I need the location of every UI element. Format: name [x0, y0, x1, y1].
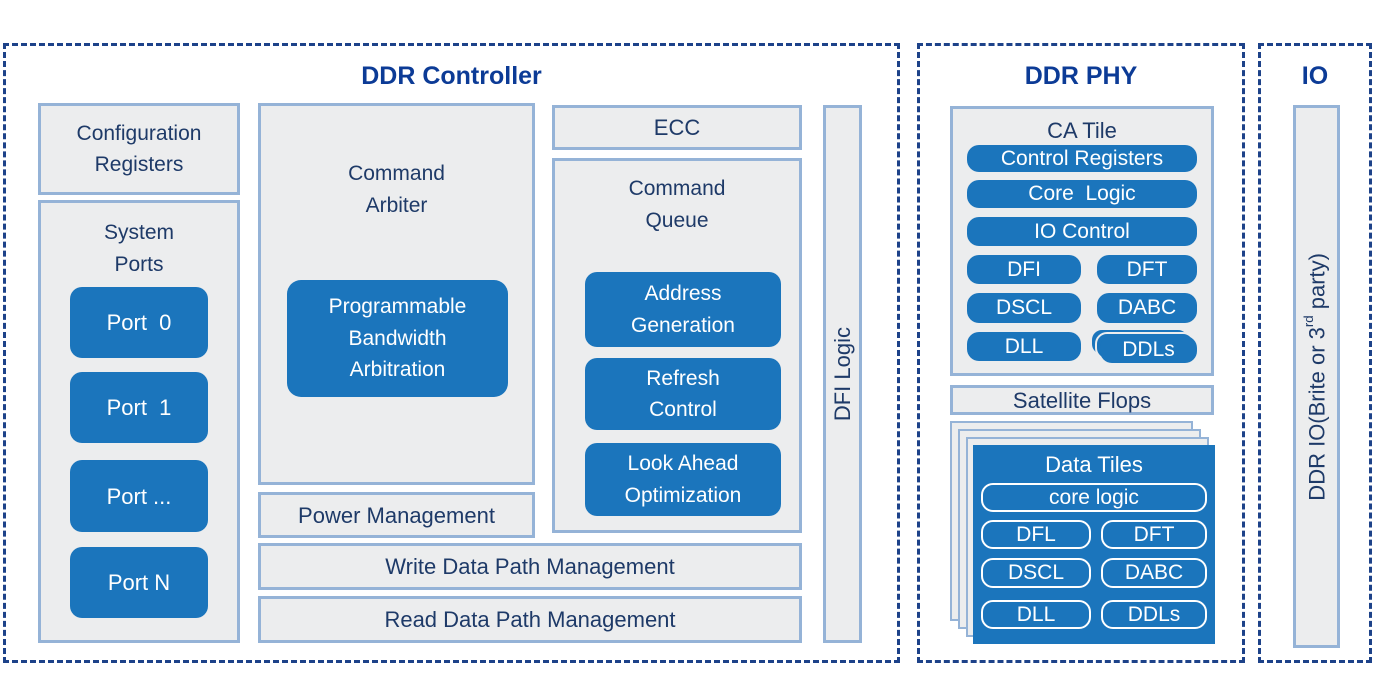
- system-ports-block: System Ports Port 0 Port 1 Port ... Port…: [38, 200, 240, 643]
- dfi-logic-label: DFI Logic: [830, 326, 855, 422]
- ca-dscl-block: DSCL: [967, 293, 1081, 323]
- refresh-control-label-line1: Refresh: [646, 366, 720, 390]
- port-0-block: Port 0: [70, 287, 208, 358]
- look-ahead-optimization-label-line2: Optimization: [624, 483, 742, 507]
- io-section-frame: [1258, 43, 1372, 663]
- data-tiles-heading: Data Tiles: [1045, 452, 1143, 477]
- address-generation-block: Address Generation: [585, 272, 781, 347]
- satellite-flops-block: Satellite Flops: [950, 385, 1214, 415]
- programmable-bandwidth-arbitration-block: Programmable Bandwidth Arbitration: [287, 280, 508, 397]
- address-generation-label-line2: Generation: [631, 313, 735, 337]
- ca-core-logic-block: Core Logic: [967, 180, 1197, 208]
- command-queue-block: Command Queue Address Generation Refresh…: [552, 158, 802, 533]
- dt-ddls-block: DDLs: [1101, 600, 1207, 629]
- io-title: IO: [1301, 62, 1329, 90]
- system-ports-heading: System Ports: [41, 203, 237, 280]
- data-tiles-block: Data Tiles core logic DFL DFT DSCL DABC …: [973, 445, 1215, 644]
- ddr-controller-title: DDR Controller: [361, 62, 542, 90]
- ca-dft-block: DFT: [1097, 255, 1197, 284]
- ca-control-registers-block: Control Registers: [967, 145, 1197, 172]
- system-ports-label-line2: Ports: [114, 252, 164, 276]
- ecc-block: ECC: [552, 105, 802, 150]
- ddr-io-block: DDR IO(Brite or 3rd party): [1293, 105, 1340, 648]
- look-ahead-optimization-label-line1: Look Ahead: [627, 452, 739, 475]
- ca-ddls-block: DDLs: [1100, 336, 1197, 363]
- dt-dft-block: DFT: [1101, 520, 1207, 549]
- ca-dfi-block: DFI: [967, 255, 1081, 284]
- dt-dabc-block: DABC: [1101, 558, 1207, 588]
- command-queue-heading: Command Queue: [555, 161, 799, 236]
- ddr-controller-section-frame: [3, 43, 900, 663]
- command-arbiter-heading: Command Arbiter: [261, 106, 532, 221]
- ddr-io-label-superscript: rd: [1301, 315, 1317, 327]
- address-generation-label-line1: Address: [644, 282, 722, 305]
- configuration-registers-block: Configuration Registers: [38, 103, 240, 195]
- configuration-registers-label-line1: Configuration: [76, 121, 202, 145]
- dfi-logic-block: DFI Logic: [823, 105, 862, 643]
- ca-io-control-block: IO Control: [967, 217, 1197, 246]
- ddr-phy-title: DDR PHY: [1024, 62, 1138, 90]
- ddr-io-label-prefix: DDR IO(Brite or 3: [1304, 326, 1330, 501]
- command-queue-label-line1: Command: [628, 177, 726, 200]
- configuration-registers-label-line2: Registers: [94, 153, 184, 176]
- dt-dfl-block: DFL: [981, 520, 1091, 549]
- ca-tile-block: CA Tile Control Registers Core Logic IO …: [950, 106, 1214, 376]
- ddr-io-label-suffix: party): [1304, 252, 1330, 316]
- refresh-control-label-line2: Control: [649, 398, 717, 421]
- dt-dscl-block: DSCL: [981, 558, 1091, 588]
- port-n-block: Port N: [70, 547, 208, 618]
- port-1-block: Port 1: [70, 372, 208, 443]
- command-arbiter-block: Command Arbiter Programmable Bandwidth A…: [258, 103, 535, 485]
- power-management-block: Power Management: [258, 492, 535, 538]
- ddr-io-label: DDR IO(Brite or 3rd party): [1299, 253, 1333, 501]
- refresh-control-block: Refresh Control: [585, 358, 781, 430]
- dt-core-logic-block: core logic: [981, 483, 1207, 512]
- ddr-phy-section-frame: [917, 43, 1245, 663]
- read-data-path-management-block: Read Data Path Management: [258, 596, 802, 643]
- command-arbiter-label-line2: Arbiter: [365, 193, 428, 217]
- look-ahead-optimization-block: Look Ahead Optimization: [585, 443, 781, 516]
- dt-dll-block: DLL: [981, 600, 1091, 629]
- ca-dabc-block: DABC: [1097, 293, 1197, 323]
- write-data-path-management-block: Write Data Path Management: [258, 543, 802, 590]
- command-queue-label-line2: Queue: [645, 208, 709, 232]
- ca-tile-heading: CA Tile: [1047, 118, 1117, 143]
- command-arbiter-label-line1: Command: [348, 162, 445, 185]
- system-ports-label-line1: System: [103, 221, 174, 244]
- port-n-dots-block: Port ...: [70, 460, 208, 532]
- ca-dll-block: DLL: [967, 332, 1081, 361]
